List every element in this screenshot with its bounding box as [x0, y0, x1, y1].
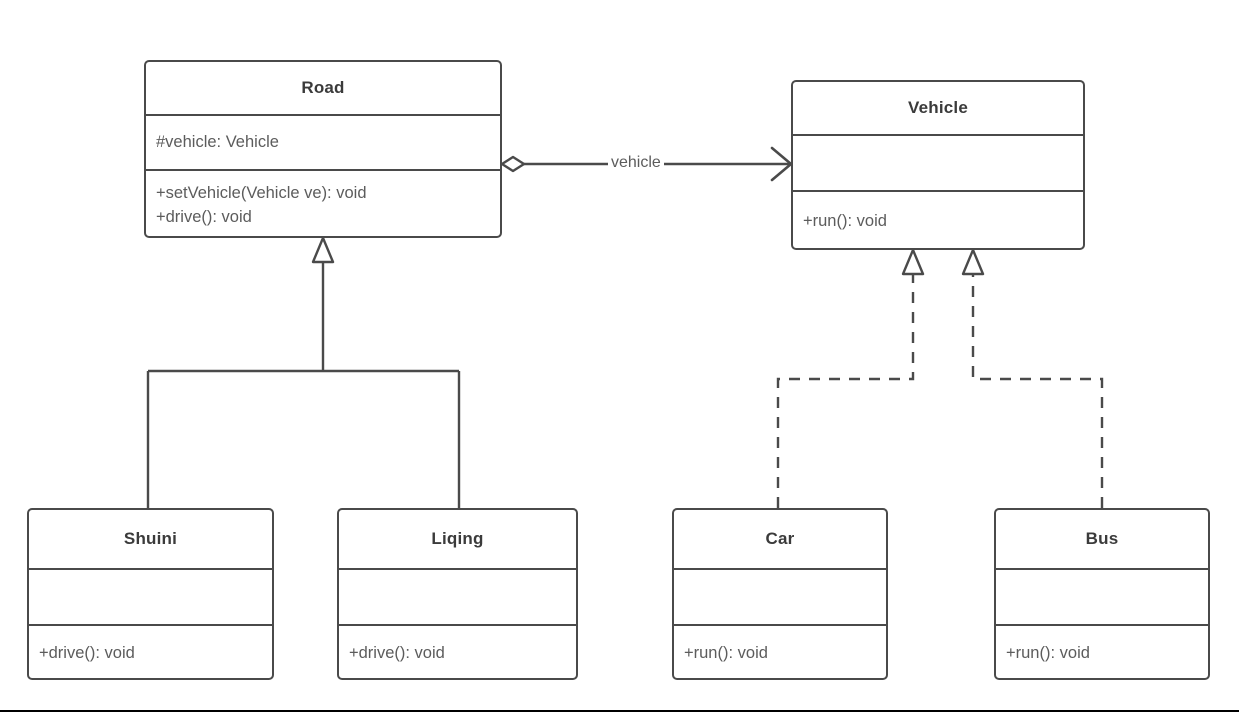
- hollow-triangle-icon: [901, 248, 925, 276]
- uml-class-bus[interactable]: Bus +run(): void: [994, 508, 1210, 680]
- edge-label-vehicle: vehicle: [608, 154, 664, 172]
- uml-class-shuini[interactable]: Shuini +drive(): void: [27, 508, 274, 680]
- operation-item: +drive(): void: [349, 644, 445, 663]
- attribute-item: #vehicle: Vehicle: [156, 132, 279, 151]
- class-name-car: Car: [765, 529, 795, 548]
- uml-class-vehicle[interactable]: Vehicle +run(): void: [791, 80, 1085, 250]
- class-operations-liqing: +drive(): void: [339, 624, 576, 678]
- class-attributes-liqing: [339, 568, 576, 624]
- class-operations-shuini: +drive(): void: [29, 624, 272, 678]
- class-attributes-bus: [996, 568, 1208, 624]
- class-attributes-car: [674, 568, 886, 624]
- operation-item: +setVehicle(Vehicle ve): void: [156, 183, 367, 202]
- bottom-divider-rule: [0, 710, 1239, 712]
- operation-item: +run(): void: [1006, 644, 1090, 663]
- class-attributes-vehicle: [793, 134, 1083, 190]
- uml-class-car[interactable]: Car +run(): void: [672, 508, 888, 680]
- class-name-bus: Bus: [1085, 529, 1119, 548]
- operation-item: +run(): void: [684, 644, 768, 663]
- edge-bus-vehicle-realization[interactable]: [961, 248, 1104, 508]
- class-name-shuini: Shuini: [123, 529, 178, 548]
- class-operations-bus: +run(): void: [996, 624, 1208, 678]
- operation-item: +run(): void: [803, 212, 887, 231]
- class-operations-car: +run(): void: [674, 624, 886, 678]
- class-attributes-road: #vehicle: Vehicle: [146, 114, 500, 169]
- hollow-triangle-icon: [961, 248, 985, 276]
- operation-item: +drive(): void: [156, 207, 252, 226]
- realization-car-path: [776, 268, 915, 508]
- realization-bus-path: [971, 268, 1104, 508]
- uml-class-road[interactable]: Road #vehicle: Vehicle +setVehicle(Vehic…: [144, 60, 502, 238]
- class-name-vehicle: Vehicle: [908, 98, 968, 117]
- class-operations-road: +setVehicle(Vehicle ve): void +drive(): …: [146, 169, 500, 236]
- hollow-diamond-icon: [500, 155, 526, 173]
- edge-car-vehicle-realization[interactable]: [776, 248, 925, 508]
- class-operations-vehicle: +run(): void: [793, 190, 1083, 248]
- edge-generalization-road-tree[interactable]: [146, 236, 461, 508]
- open-arrow-icon: [770, 146, 793, 182]
- hollow-triangle-icon: [311, 236, 335, 264]
- class-name-liqing: Liqing: [431, 529, 484, 548]
- class-name-road: Road: [301, 78, 345, 97]
- class-attributes-shuini: [29, 568, 272, 624]
- uml-class-liqing[interactable]: Liqing +drive(): void: [337, 508, 578, 680]
- operation-item: +drive(): void: [39, 644, 135, 663]
